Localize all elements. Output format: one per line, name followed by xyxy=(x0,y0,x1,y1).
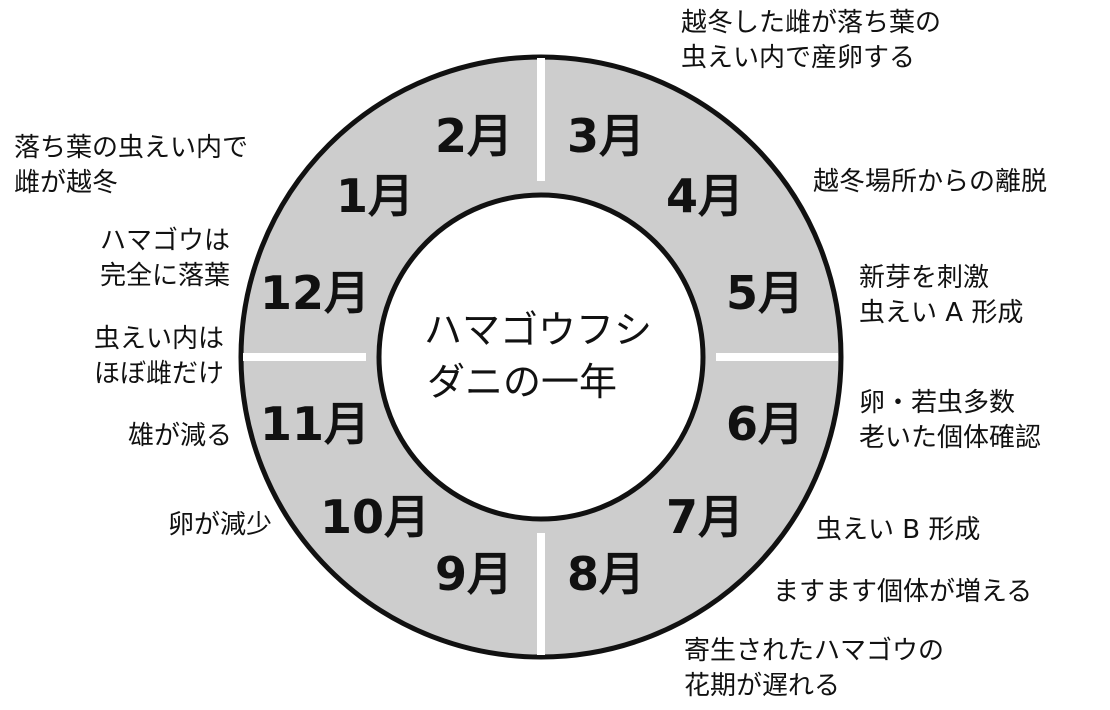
note-december-b-line-2: 完全に落葉 xyxy=(99,261,230,291)
month-label-5: 5月 xyxy=(726,266,804,320)
note-september-line-1: 寄生されたハマゴウの xyxy=(684,636,945,666)
note-november: 雄が減る xyxy=(128,419,232,454)
month-label-12: 12月 xyxy=(260,266,370,320)
note-june: 卵・若虫多数 老いた個体確認 xyxy=(859,386,1041,456)
horizontal-divider-right xyxy=(716,353,838,361)
note-march-line-2: 虫えい内で産卵する xyxy=(681,43,916,73)
month-label-9: 9月 xyxy=(435,547,513,601)
note-december-a-line-2: ほぼ雌だけ xyxy=(93,359,224,389)
note-march: 越冬した雌が落ち葉の 虫えい内で産卵する xyxy=(681,6,941,76)
note-august: ますます個体が増える xyxy=(773,575,1032,610)
note-august-line-1: ますます個体が増える xyxy=(773,577,1033,607)
note-january: 落ち葉の虫えい内で 雌が越冬 xyxy=(14,131,248,201)
month-label-10: 10月 xyxy=(320,490,430,544)
note-april-line-1: 越冬場所からの離脱 xyxy=(813,167,1048,197)
month-label-2: 2月 xyxy=(435,109,513,163)
horizontal-divider-left xyxy=(243,353,366,361)
note-september: 寄生されたハマゴウの 花期が遅れる xyxy=(684,634,944,704)
note-may-line-2: 虫えい A 形成 xyxy=(859,298,1024,328)
note-january-line-1: 落ち葉の虫えい内で xyxy=(14,133,249,163)
month-label-6: 6月 xyxy=(726,397,804,451)
note-october-line-1: 卵が減少 xyxy=(167,510,272,540)
note-june-line-1: 卵・若虫多数 xyxy=(859,388,1016,418)
month-label-3: 3月 xyxy=(567,109,645,163)
note-july-line-1: 虫えい B 形成 xyxy=(816,515,981,545)
center-title-line-2: ダニの一年 xyxy=(427,360,617,404)
vertical-divider-top xyxy=(537,58,545,181)
month-label-8: 8月 xyxy=(567,547,645,601)
month-label-7: 7月 xyxy=(666,490,744,544)
month-label-1: 1月 xyxy=(336,169,414,223)
note-december-b-line-1: ハマゴウは xyxy=(99,226,230,256)
note-january-line-2: 雌が越冬 xyxy=(14,168,119,198)
note-december-a: 虫えい内は ほぼ雌だけ xyxy=(94,322,224,392)
note-september-line-2: 花期が遅れる xyxy=(684,671,841,701)
note-april: 越冬場所からの離脱 xyxy=(813,165,1047,200)
note-december-b: ハマゴウは 完全に落葉 xyxy=(100,224,230,294)
note-may-line-1: 新芽を刺激 xyxy=(859,263,990,293)
month-label-4: 4月 xyxy=(666,169,744,223)
note-march-line-1: 越冬した雌が落ち葉の xyxy=(681,8,942,38)
note-october: 卵が減少 xyxy=(168,508,272,543)
note-december-a-line-1: 虫えい内は xyxy=(93,324,224,354)
note-july: 虫えい B 形成 xyxy=(816,513,980,548)
note-may: 新芽を刺激 虫えい A 形成 xyxy=(859,261,1023,331)
month-label-11: 11月 xyxy=(260,397,370,451)
note-november-line-1: 雄が減る xyxy=(127,421,232,451)
vertical-divider-bottom xyxy=(537,533,545,655)
note-june-line-2: 老いた個体確認 xyxy=(859,423,1042,453)
center-title-line-1: ハマゴウフシ xyxy=(424,308,652,352)
inner-circle xyxy=(376,192,706,522)
